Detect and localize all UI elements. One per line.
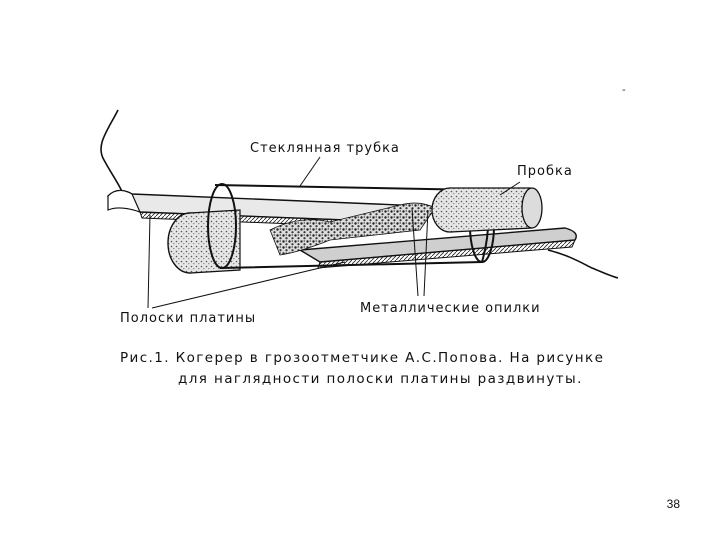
platinum-leader-1 (147, 214, 151, 309)
platinum-leader-2 (151, 261, 346, 309)
page-number: 38 (666, 497, 680, 511)
glass-tube-left-rim (207, 183, 237, 269)
label-cork: Пробка (517, 164, 573, 179)
filings-leader-1 (411, 207, 419, 297)
glass-tube-leader (299, 156, 321, 187)
caption-line-1: Рис.1. Когерер в грозоотметчике А.С.Попо… (120, 350, 605, 366)
filings-leader-2 (423, 209, 429, 297)
label-metal-filings: Металлические опилки (360, 301, 541, 316)
right-wire (547, 249, 619, 279)
corner-mark: - (622, 84, 626, 96)
label-glass-tube: Стеклянная трубка (250, 141, 400, 156)
metal-filings (269, 202, 436, 256)
cork-leader (499, 181, 521, 196)
label-platinum-strips: Полоски платины (120, 311, 257, 326)
caption-line-2: для наглядности полоски платины раздвину… (178, 371, 583, 387)
left-wire (100, 109, 126, 199)
